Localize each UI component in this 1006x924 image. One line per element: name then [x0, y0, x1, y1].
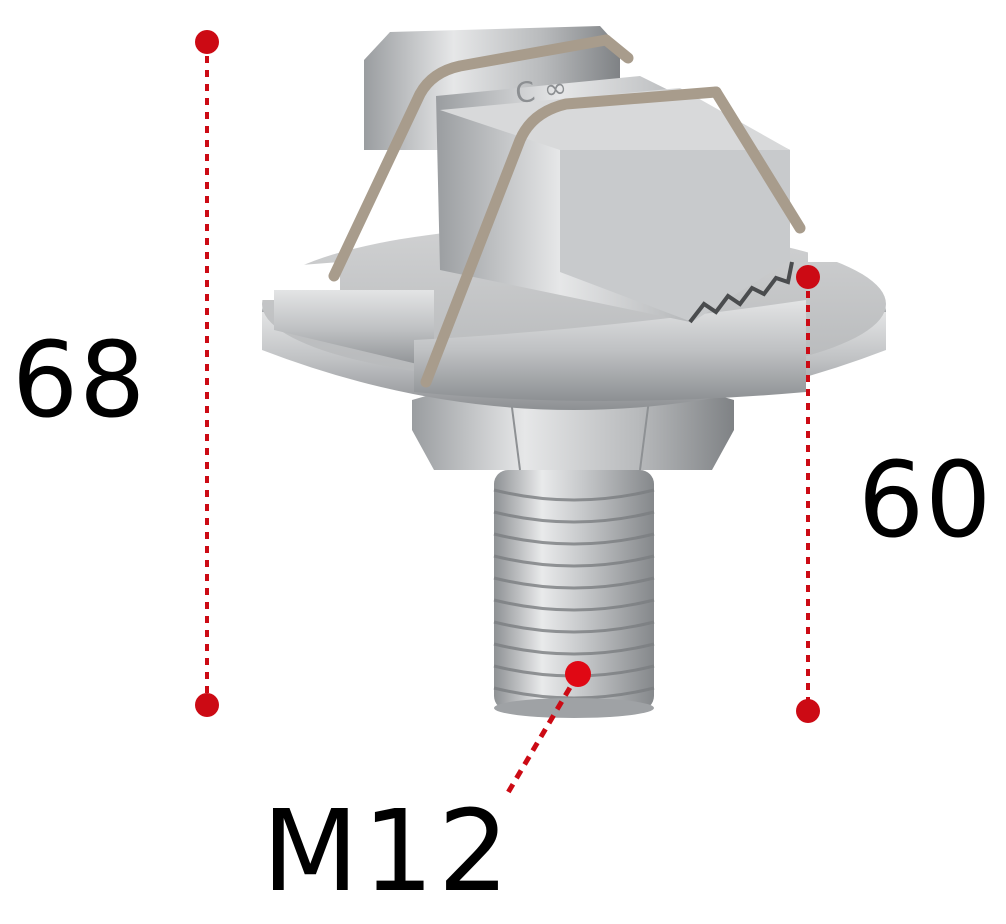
dimension-line-60: [796, 265, 820, 723]
leader-line-m12: [503, 661, 591, 798]
threaded-stud: [493, 470, 655, 718]
dimension-endpoint-dot: [796, 265, 820, 289]
dimension-endpoint-dot: [796, 699, 820, 723]
dimension-endpoint-dot: [195, 693, 219, 717]
dimension-label-overall-height: 68: [12, 319, 147, 441]
dimension-endpoint-dot: [195, 30, 219, 54]
spring-wire-clip: [328, 34, 806, 388]
dimension-line-68: [195, 30, 219, 717]
dimension-label-jaw-height: 60: [858, 439, 993, 561]
dimension-label-thread-size: M12: [262, 787, 514, 917]
leader-endpoint-dot: [565, 661, 591, 687]
